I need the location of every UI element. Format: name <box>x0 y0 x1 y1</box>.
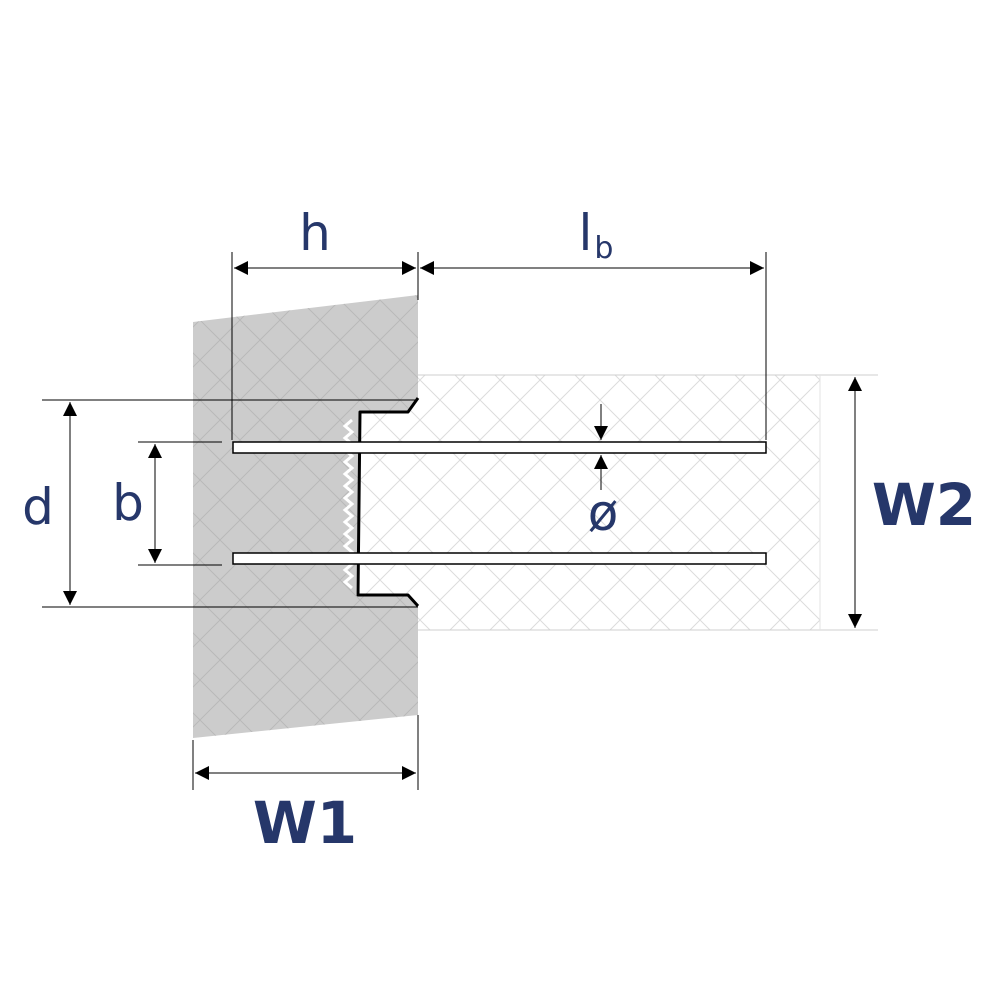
label-lb: lb <box>579 204 614 266</box>
label-w1: W1 <box>253 789 357 857</box>
wall-w2 <box>418 374 878 631</box>
wall-w1 <box>193 295 418 738</box>
label-lb-subscript: b <box>594 231 613 266</box>
label-b: b <box>112 474 144 532</box>
label-h: h <box>299 204 331 262</box>
label-lb-main: l <box>579 204 593 262</box>
label-diameter: ø <box>588 484 619 542</box>
bar-lower <box>232 552 767 565</box>
label-d: d <box>22 478 54 536</box>
bar-upper <box>232 441 767 454</box>
label-w2: W2 <box>872 471 976 539</box>
extension-lines <box>42 252 767 790</box>
